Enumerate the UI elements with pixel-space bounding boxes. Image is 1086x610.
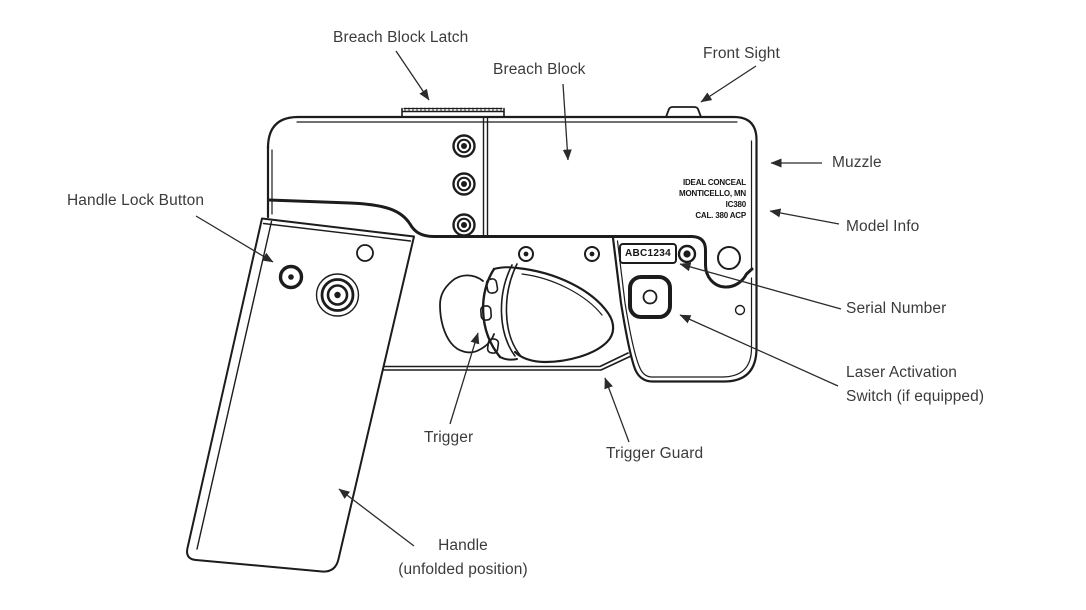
leader-laser-switch [679, 314, 839, 387]
label-line: Handle [438, 537, 488, 554]
label-handle-lock-button: Handle Lock Button [67, 192, 205, 209]
leader-model-info [769, 208, 840, 225]
leader-front-sight [700, 65, 757, 103]
engraving-line: IC380 [725, 200, 747, 209]
gun-body [266, 106, 758, 383]
frame-hole [734, 304, 746, 316]
engraving-line: CAL. 380 ACP [695, 211, 746, 220]
handle-lock-button-part [278, 264, 304, 290]
leader-handle [338, 488, 415, 547]
laser-switch-part [628, 275, 672, 319]
breach-screws [452, 134, 476, 237]
label-front-sight: Front Sight [703, 45, 780, 62]
handle-hole [356, 244, 374, 262]
leader-trigger [449, 332, 480, 425]
leader-breach-block [562, 83, 572, 161]
muzzle-part [717, 246, 741, 270]
label-laser-activation-switch: Laser Activation Switch (if equipped) [846, 361, 984, 409]
front-sight-part [665, 106, 702, 118]
label-trigger: Trigger [424, 429, 474, 446]
leader-trigger-guard [604, 377, 630, 443]
leader-lines [195, 50, 842, 547]
leader-breach-block-latch [395, 50, 430, 101]
label-breach-block-latch: Breach Block Latch [333, 29, 469, 46]
engraving-line: IDEAL CONCEAL [682, 178, 746, 187]
label-breach-block: Breach Block [493, 61, 586, 78]
label-serial-number: Serial Number [846, 300, 947, 317]
trigger-recess [439, 274, 495, 354]
handle-part [186, 217, 415, 573]
breach-block-latch-part [401, 107, 505, 118]
leader-serial-number [679, 262, 842, 310]
handle-hinge-part [315, 273, 360, 317]
leader-handle-lock-button [195, 215, 274, 263]
model-info-engraving: IDEAL CONCEAL MONTICELLO, MN IC380 CAL. … [648, 177, 746, 221]
label-handle: Handle (unfolded position) [368, 534, 558, 582]
trigger-part [479, 263, 521, 361]
label-trigger-guard: Trigger Guard [606, 445, 704, 462]
label-model-info: Model Info [846, 218, 920, 235]
label-line: Switch (if equipped) [846, 388, 985, 405]
label-line: (unfolded position) [398, 561, 528, 578]
engraving-line: MONTICELLO, MN [679, 189, 746, 198]
serial-number-plate: ABC1234 [619, 243, 677, 264]
trigger-guard-part [513, 266, 615, 364]
serial-plate-screw [677, 244, 697, 264]
label-muzzle: Muzzle [832, 154, 882, 171]
label-line: Laser Activation [846, 364, 958, 381]
serial-number-text: ABC1234 [624, 248, 671, 259]
frame-screws [518, 246, 600, 262]
